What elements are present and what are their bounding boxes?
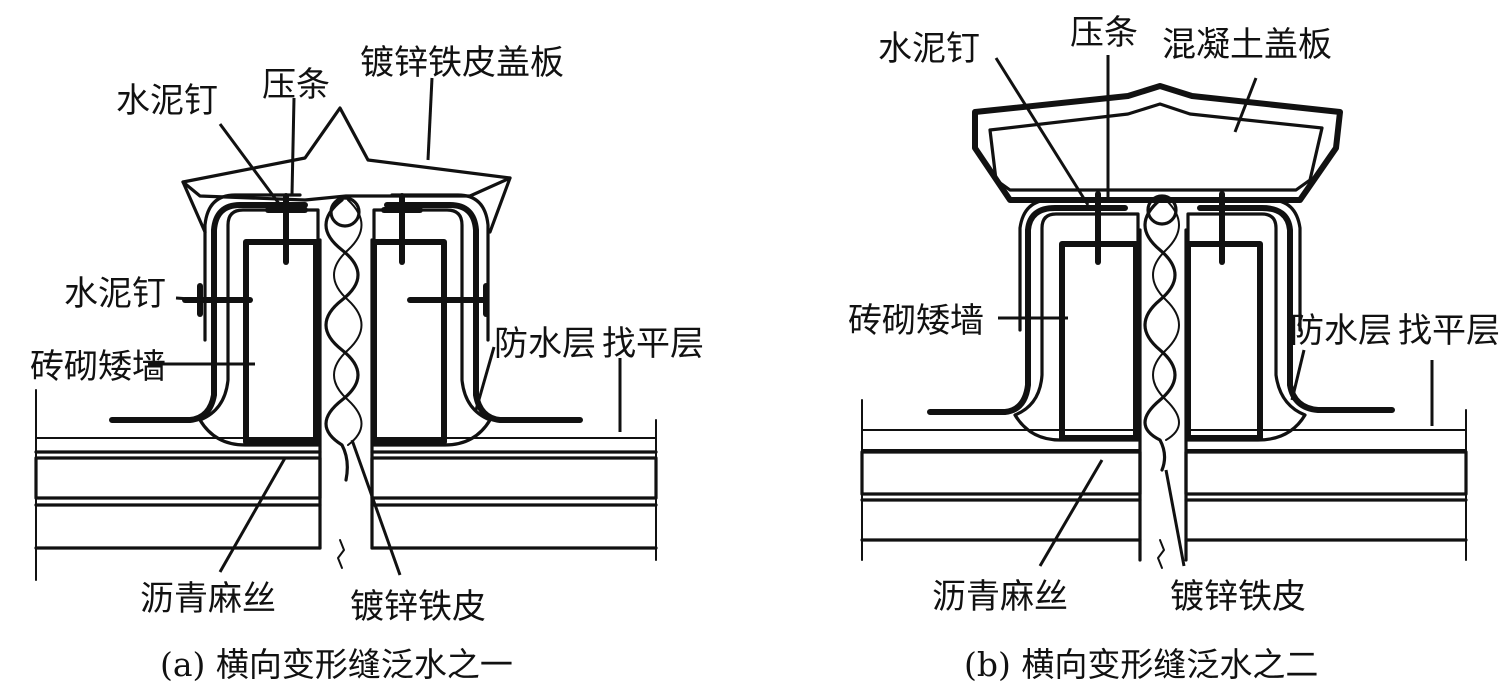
asphalt-hemp-a	[324, 198, 360, 482]
roof-slab-b-left	[860, 450, 1142, 496]
parapet-wall-b-left	[1013, 212, 1140, 442]
roof-slab-a-left	[34, 456, 322, 500]
label-leveling-b: 找平层	[1398, 311, 1500, 351]
label-waterproof-a: 防水层	[494, 324, 596, 364]
label-nail-side-a: 水泥钉	[64, 274, 166, 314]
label-cover-a: 镀锌铁皮盖板	[360, 43, 564, 83]
label-cover-b: 混凝土盖板	[1162, 25, 1332, 65]
galvanized-cover-a	[181, 106, 512, 202]
label-asphalt-b: 沥青麻丝	[932, 577, 1068, 617]
diagram-b: 水泥钉 压条 混凝土盖板 砖砌矮墙 防水层 找平层 沥青麻丝 镀锌铁皮 (b) …	[848, 13, 1500, 684]
parapet-wall-a-left	[198, 208, 320, 447]
label-wall-a: 砖砌矮墙	[30, 347, 166, 387]
label-iron-a: 镀锌铁皮	[350, 587, 486, 627]
parapet-wall-a-right	[371, 208, 492, 447]
label-iron-b: 镀锌铁皮	[1170, 577, 1306, 617]
label-strip-b: 压条	[1070, 13, 1138, 53]
roof-slab-a-right	[370, 456, 658, 500]
asphalt-hemp-b	[1143, 198, 1177, 472]
caption-b: (b) 横向变形缝泛水之二	[964, 645, 1318, 684]
concrete-cover-b	[972, 83, 1343, 203]
label-strip-a: 压条	[262, 65, 330, 105]
label-waterproof-b: 防水层	[1290, 311, 1392, 351]
label-asphalt-a: 沥青麻丝	[140, 579, 276, 619]
caption-a: (a) 横向变形缝泛水之一	[160, 645, 513, 684]
diagram-a: 镀锌铁皮盖板 压条 水泥钉 水泥钉 砖砌矮墙 防水层 找平层 沥青麻丝 镀锌铁皮…	[30, 43, 704, 684]
label-nail-top-a: 水泥钉	[116, 81, 218, 121]
label-wall-b: 砖砌矮墙	[848, 301, 984, 341]
label-leveling-a: 找平层	[602, 324, 704, 364]
roof-slab-b-right	[1184, 450, 1468, 496]
label-nail-b: 水泥钉	[878, 29, 980, 69]
